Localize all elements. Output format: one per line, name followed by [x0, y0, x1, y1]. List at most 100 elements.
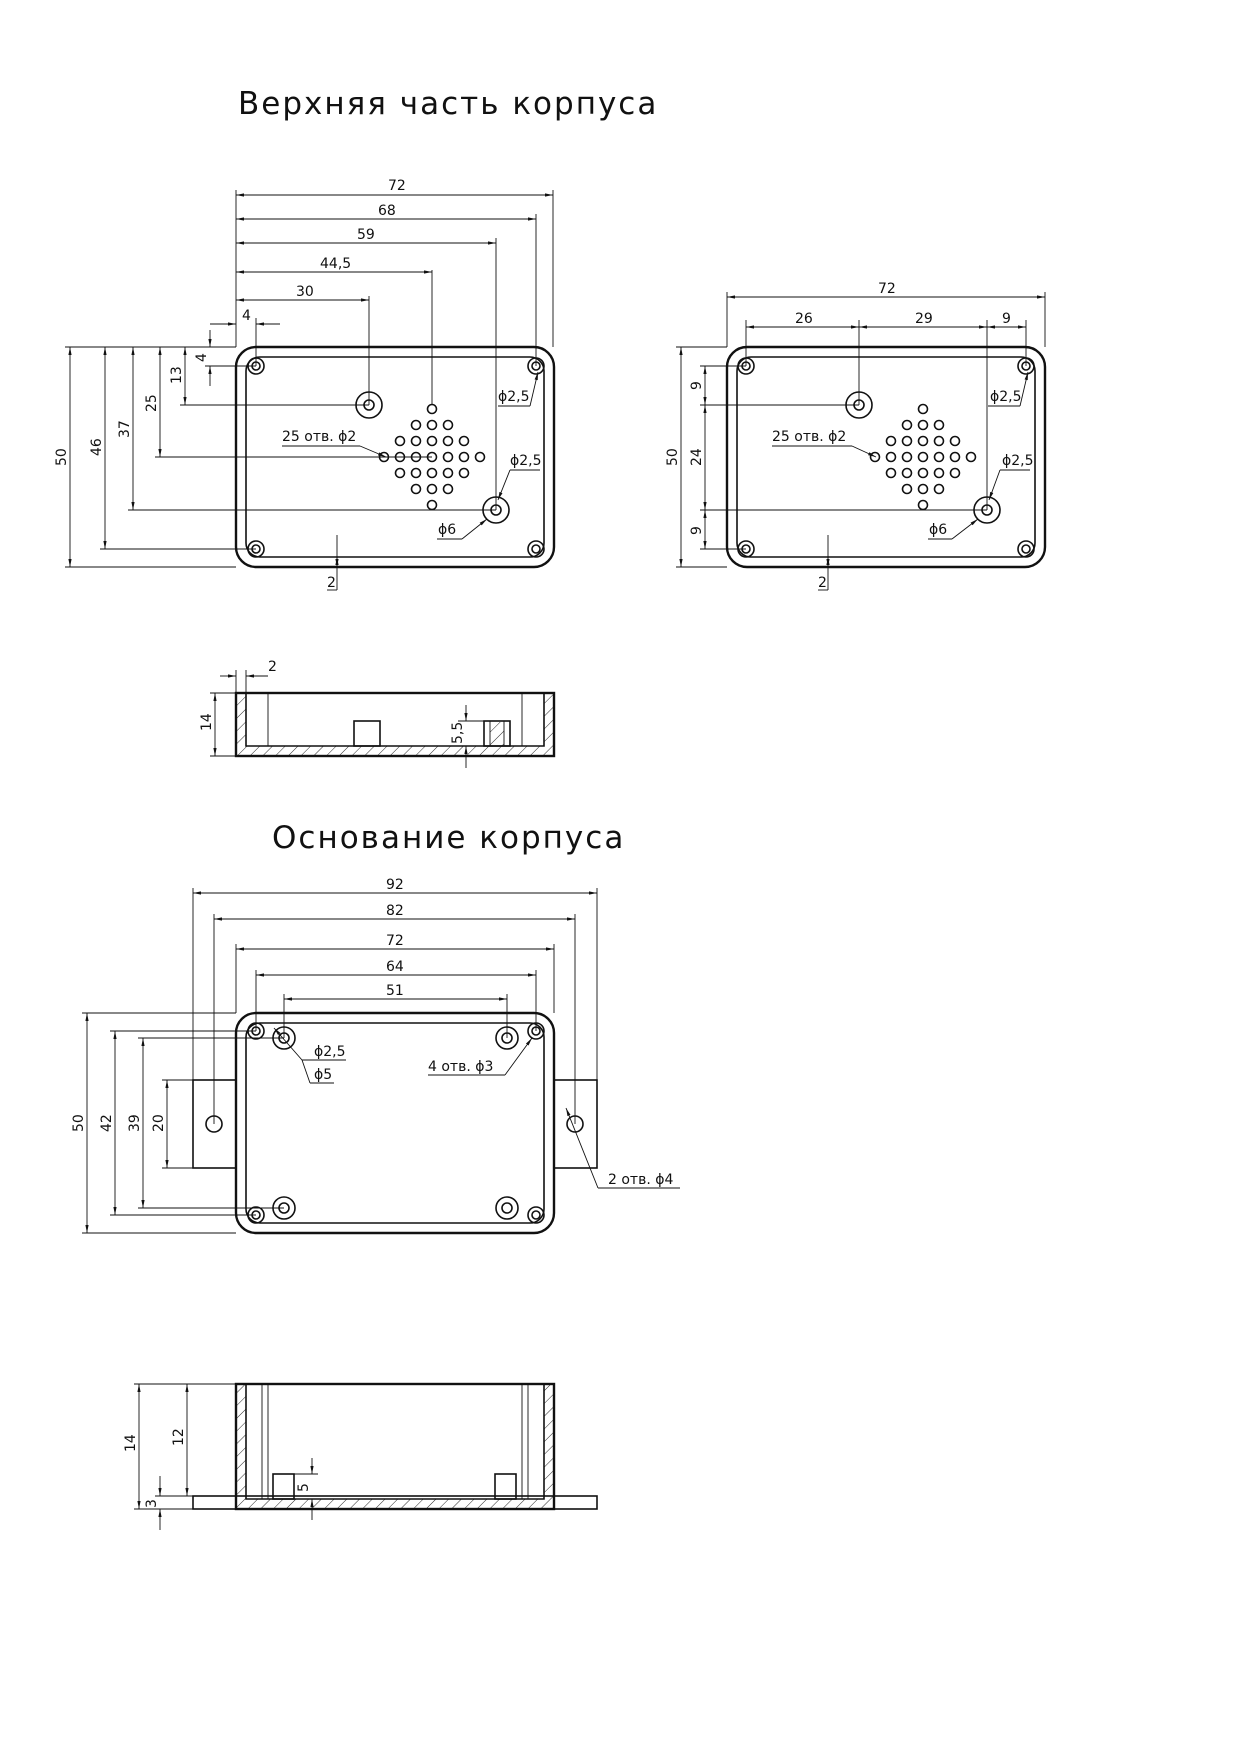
- dim-64: 64: [386, 959, 404, 975]
- boss-outer-diameter-r: ϕ6: [929, 522, 947, 538]
- dim-26: 26: [795, 311, 813, 327]
- dim-44-5: 44,5: [320, 256, 351, 272]
- dim-9-h: 9: [1002, 311, 1011, 327]
- top-left-v-dims: 50 46 37 25 13 4: [54, 330, 212, 567]
- vent-hole: [442, 435, 454, 447]
- top-left-h-dims: 72 68 59 44,5 30 4: [210, 178, 553, 326]
- top-left-leaders: 25 отв. ϕ2 ϕ2,5 ϕ2,5 ϕ6 2: [282, 371, 542, 591]
- dim-51: 51: [386, 983, 404, 999]
- base-total-height: 14: [123, 1434, 139, 1452]
- vent-hole: [901, 483, 913, 495]
- vent-hole: [933, 451, 945, 463]
- vent-hole: [394, 435, 406, 447]
- dim-39: 39: [127, 1114, 143, 1132]
- vent-hole: [949, 467, 961, 479]
- vent-hole: [458, 435, 470, 447]
- dim-25: 25: [144, 394, 160, 412]
- vent-hole: [933, 419, 945, 431]
- boss-outer-diameter: ϕ6: [438, 522, 456, 538]
- top-right-plan: 72 26 29 9 50 9 24 9 25 отв. ϕ2 ϕ2,5: [665, 281, 1047, 591]
- side-wall-thickness: 2: [268, 659, 277, 675]
- vent-hole: [426, 483, 438, 495]
- vent-hole: [901, 419, 913, 431]
- vent-hole: [442, 483, 454, 495]
- vent-hole: [917, 483, 929, 495]
- base-flange-thickness: 3: [144, 1499, 160, 1508]
- vent-hole: [426, 403, 438, 415]
- vent-hole: [949, 435, 961, 447]
- vent-holes-label: 25 отв. ϕ2: [282, 429, 356, 445]
- vent-hole: [885, 467, 897, 479]
- dim-50: 50: [54, 448, 70, 466]
- dim-30: 30: [296, 284, 314, 300]
- vent-hole: [901, 451, 913, 463]
- base-boss-holes: [272, 1026, 519, 1220]
- base-inner-height: 12: [171, 1428, 187, 1446]
- vent-hole: [394, 467, 406, 479]
- vent-hole: [410, 419, 422, 431]
- corner-hole-diameter: ϕ2,5: [498, 389, 530, 405]
- dim-9-top: 9: [689, 381, 705, 390]
- top-right-h-dims: 72 26 29 9: [727, 281, 1045, 329]
- top-left-plan: 72 68 59 44,5 30 4 50 46 37 25 13: [54, 178, 556, 591]
- dim-24: 24: [689, 448, 705, 466]
- base-boss-hole-diameter: ϕ2,5: [314, 1044, 346, 1060]
- wall-thickness-r: 2: [818, 575, 827, 591]
- vent-hole: [933, 467, 945, 479]
- top-right-vent-holes: [869, 403, 977, 511]
- dim-9-bottom: 9: [689, 526, 705, 535]
- base-boss-height: 5: [296, 1483, 312, 1492]
- dim-4-v: 4: [194, 353, 210, 362]
- base-part-title: Основание корпуса: [272, 820, 626, 856]
- vent-hole: [458, 451, 470, 463]
- vent-hole: [917, 499, 929, 511]
- dim-59: 59: [357, 227, 375, 243]
- dim-82: 82: [386, 903, 404, 919]
- dim-20: 20: [151, 1114, 167, 1132]
- dim-46: 46: [89, 438, 105, 456]
- boss-hole-diameter: ϕ2,5: [510, 453, 542, 469]
- base-h-dims: 92 82 72 64 51: [193, 877, 597, 1001]
- vent-hole: [933, 483, 945, 495]
- base-corner-holes: [247, 1022, 545, 1224]
- vent-hole: [426, 499, 438, 511]
- dim-13: 13: [169, 366, 185, 384]
- vent-hole: [933, 435, 945, 447]
- base-side-section: 14 12 3 5: [123, 1382, 598, 1530]
- dim-92: 92: [386, 877, 404, 893]
- vent-hole: [426, 435, 438, 447]
- base-boss-outer-diameter: ϕ5: [314, 1067, 332, 1083]
- vent-hole: [474, 451, 486, 463]
- dim-68: 68: [378, 203, 396, 219]
- vent-hole: [901, 467, 913, 479]
- vent-holes-label-r: 25 отв. ϕ2: [772, 429, 846, 445]
- boss-hole-diameter-r: ϕ2,5: [1002, 453, 1034, 469]
- base-flange-holes-label: 2 отв. ϕ4: [608, 1172, 673, 1188]
- vent-hole: [442, 467, 454, 479]
- vent-hole: [426, 419, 438, 431]
- vent-hole: [410, 467, 422, 479]
- boss-height-5-5: 5,5: [450, 722, 466, 744]
- vent-hole: [410, 483, 422, 495]
- dim-37: 37: [117, 420, 133, 438]
- top-right-v-dims: 50 9 24 9: [665, 347, 707, 567]
- vent-hole: [917, 451, 929, 463]
- side-height-14: 14: [199, 713, 215, 731]
- vent-hole: [901, 435, 913, 447]
- dim-50-r: 50: [665, 448, 681, 466]
- base-v-dims: 50 42 39 20: [71, 1013, 169, 1233]
- vent-hole: [410, 435, 422, 447]
- top-side-section: 2 14 5,5: [199, 659, 556, 768]
- vent-hole: [949, 451, 961, 463]
- vent-hole: [426, 467, 438, 479]
- dim-29: 29: [915, 311, 933, 327]
- vent-hole: [917, 435, 929, 447]
- dim-42: 42: [99, 1114, 115, 1132]
- dim-50-base: 50: [71, 1114, 87, 1132]
- vent-hole: [458, 467, 470, 479]
- base-corner-holes-label: 4 отв. ϕ3: [428, 1059, 493, 1075]
- corner-hole-diameter-r: ϕ2,5: [990, 389, 1022, 405]
- vent-hole: [442, 451, 454, 463]
- base-leaders: ϕ2,5 ϕ5 4 отв. ϕ3 2 отв. ϕ4: [273, 1027, 680, 1189]
